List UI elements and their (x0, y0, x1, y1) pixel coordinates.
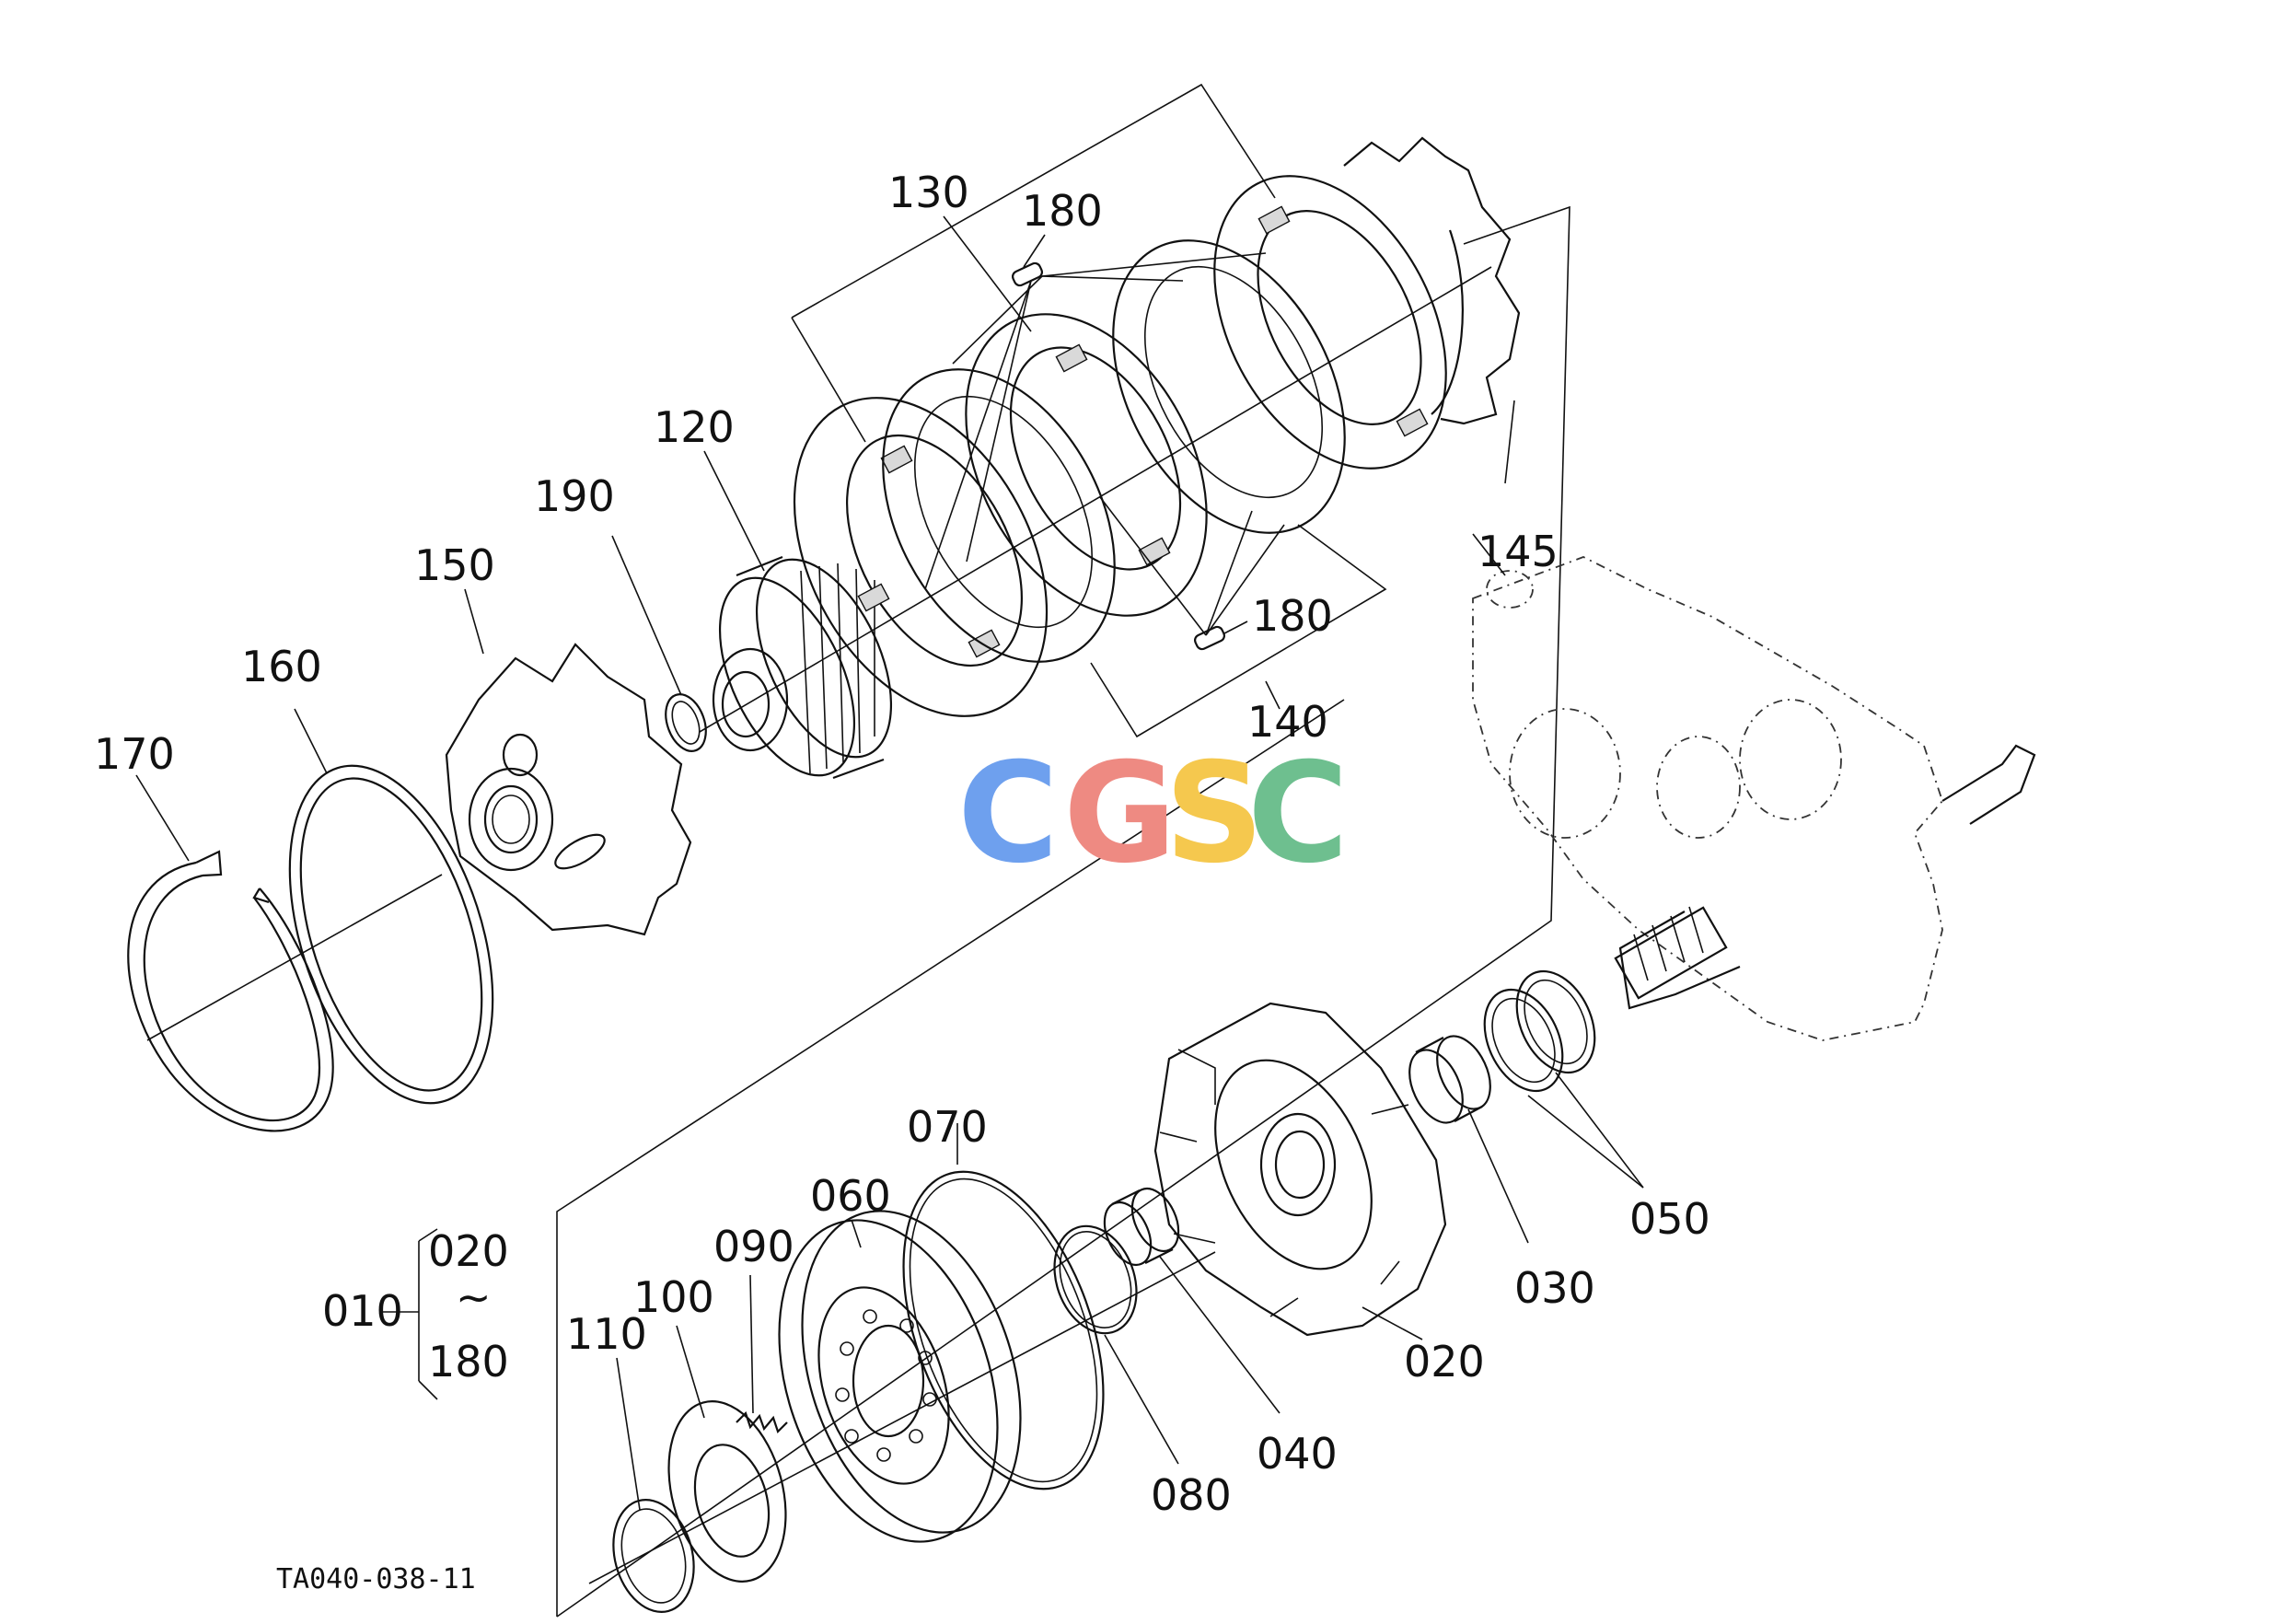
label-160: 160 (241, 642, 322, 691)
watermark-letter-3: S (1165, 734, 1264, 894)
label-050: 050 (1629, 1194, 1710, 1244)
label-150: 150 (414, 540, 495, 590)
label-140: 140 (1247, 697, 1328, 747)
needle-bearing-040 (1103, 1187, 1180, 1267)
dowel-pins-180 (924, 252, 1285, 651)
range-bracket-010 (382, 1228, 438, 1400)
friction-disc-3 (1213, 175, 1447, 470)
watermark: C G S C (957, 734, 1349, 894)
seal-rings-050 (1483, 969, 1596, 1093)
drawing-code: TA040-038-11 (276, 1563, 476, 1595)
output-shaft (1614, 744, 2036, 1010)
clutch-drum-020 (1153, 1002, 1447, 1337)
label-110: 110 (566, 1309, 647, 1359)
label-130: 130 (888, 168, 969, 217)
watermark-letter-2: G (1063, 734, 1176, 894)
label-190: 190 (534, 471, 615, 521)
spring-seat-100 (667, 1400, 787, 1583)
label-020-range: 020 (428, 1226, 509, 1276)
label-range-tilde: ~ (456, 1272, 492, 1322)
circlip-110 (612, 1499, 695, 1613)
circlip-190 (665, 693, 707, 752)
label-180-bottom: 180 (1252, 591, 1333, 641)
steel-plate-2 (1112, 239, 1346, 534)
label-040: 040 (1257, 1429, 1338, 1479)
label-170: 170 (94, 729, 175, 779)
housing-outline (1472, 556, 1944, 1041)
label-100: 100 (633, 1272, 714, 1322)
label-070: 070 (907, 1102, 988, 1152)
axis-lines (146, 266, 1492, 1584)
label-030: 030 (1514, 1263, 1595, 1313)
friction-disc-1 (793, 397, 1049, 717)
o-ring-080 (1053, 1224, 1138, 1335)
label-180-range: 180 (428, 1337, 509, 1386)
label-090: 090 (713, 1222, 794, 1271)
label-020: 020 (1404, 1337, 1485, 1386)
end-plate-145 (1343, 136, 1521, 425)
label-145: 145 (1478, 527, 1559, 576)
steel-plate-1 (882, 368, 1116, 663)
clutch-hub-120 (712, 555, 893, 780)
part-labels: 010 020 ~ 180 020 030 040 050 060 070 08… (94, 168, 1710, 1520)
leader-lines (135, 215, 1644, 1511)
watermark-letter-1: C (957, 734, 1059, 894)
needle-bearing-030 (1408, 1035, 1491, 1124)
label-010: 010 (322, 1286, 403, 1336)
hub-plate-150 (445, 643, 692, 936)
watermark-letter-4: C (1247, 734, 1349, 894)
label-180-top: 180 (1022, 186, 1103, 236)
label-060: 060 (810, 1171, 891, 1221)
ring-160 (288, 764, 494, 1105)
label-080: 080 (1151, 1470, 1232, 1520)
label-120: 120 (654, 402, 735, 452)
piston-060 (778, 1210, 1022, 1543)
